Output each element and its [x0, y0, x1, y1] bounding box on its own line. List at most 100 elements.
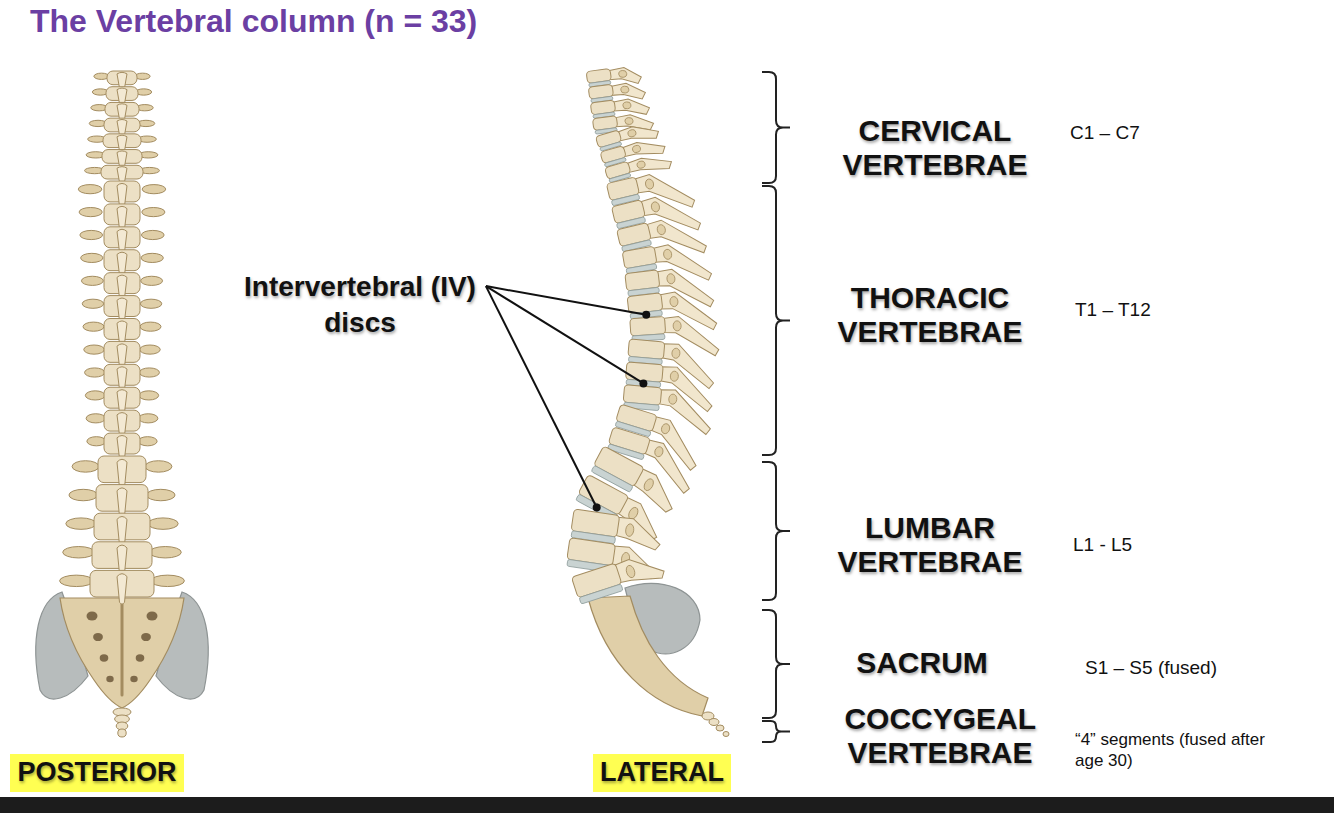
- transverse-process: [79, 208, 102, 217]
- transverse-process: [87, 437, 106, 446]
- region-heading-text: LUMBAR VERTEBRAE: [837, 511, 1022, 578]
- sacral-foramen: [130, 676, 137, 683]
- sacrum: [588, 596, 708, 716]
- sacrum: [60, 598, 184, 708]
- coccyx-segment: [709, 719, 719, 726]
- articular-facet: [625, 564, 636, 578]
- vertebral-body: [630, 316, 666, 336]
- bracket: [762, 610, 790, 718]
- transverse-process: [148, 518, 178, 529]
- coccyx-segment: [723, 732, 729, 737]
- view-tag-text: POSTERIOR: [17, 757, 176, 788]
- range-label: C1 – C7: [1070, 122, 1140, 145]
- articular-facet: [618, 70, 627, 78]
- transverse-process: [84, 345, 105, 354]
- transverse-process: [80, 230, 103, 239]
- region-heading: COCCYGEAL VERTEBRAE: [844, 702, 1035, 769]
- transverse-process: [81, 276, 103, 285]
- transverse-process: [151, 575, 185, 586]
- sacral-foramen: [141, 633, 151, 641]
- view-tag: POSTERIOR: [10, 754, 183, 791]
- spinous-process: [117, 574, 127, 604]
- articular-facet: [625, 117, 634, 125]
- note-label-text: “4” segments (fused after age 30): [1075, 729, 1265, 772]
- title-text: The Vertebral column (n = 33): [30, 3, 477, 40]
- lateral-spine: [566, 65, 729, 737]
- transverse-process: [72, 461, 99, 472]
- transverse-process: [142, 208, 165, 217]
- transverse-process: [139, 368, 159, 377]
- transverse-process: [85, 391, 105, 400]
- transverse-process: [141, 276, 163, 285]
- intervertebral-disc: [579, 584, 623, 604]
- transverse-process: [66, 518, 96, 529]
- coccyx-segment: [118, 729, 126, 737]
- bracket: [762, 72, 790, 183]
- articular-facet: [660, 423, 671, 435]
- articular-facet: [625, 523, 635, 537]
- range-label: S1 – S5 (fused): [1085, 657, 1217, 680]
- region-heading-text: SACRUM: [856, 646, 988, 680]
- region-heading-text: CERVICAL VERTEBRAE: [842, 114, 1027, 181]
- sacral-foramen: [87, 612, 98, 621]
- articular-facet: [663, 249, 673, 260]
- region-brackets: [762, 72, 790, 742]
- leader-line: [486, 286, 597, 507]
- transverse-process: [139, 391, 159, 400]
- transverse-process: [63, 547, 95, 558]
- transverse-process: [138, 437, 157, 446]
- leader-dot: [642, 311, 650, 319]
- articular-facet: [671, 348, 680, 359]
- transverse-process: [140, 322, 161, 331]
- leader-lines: [486, 286, 650, 511]
- vertebral-body: [628, 339, 665, 359]
- note-label: “4” segments (fused after age 30): [1075, 729, 1265, 772]
- articular-facet: [627, 129, 637, 138]
- vertebral-body: [626, 362, 664, 382]
- region-heading: SACRUM: [856, 646, 988, 680]
- footer-bar: [0, 797, 1334, 813]
- leader-dot: [593, 503, 601, 511]
- sacral-foramen: [93, 633, 103, 641]
- transverse-process: [81, 253, 103, 262]
- region-heading: THORACIC VERTEBRAE: [837, 281, 1022, 348]
- articular-facet: [670, 371, 679, 382]
- view-tag-text: LATERAL: [600, 757, 724, 788]
- bracket: [762, 462, 790, 600]
- articular-facet: [669, 296, 678, 307]
- articular-facet: [656, 224, 666, 236]
- bracket: [762, 721, 790, 742]
- spinous-process: [656, 389, 713, 435]
- articular-facet: [650, 201, 660, 213]
- region-heading: LUMBAR VERTEBRAE: [837, 511, 1022, 578]
- callout-label: Intervertebral (IV) discs: [230, 269, 490, 342]
- transverse-process: [82, 299, 103, 308]
- spinous-process: [614, 516, 664, 550]
- transverse-process: [78, 185, 102, 194]
- range-label-text: L1 - L5: [1073, 534, 1132, 557]
- transverse-process: [140, 345, 161, 354]
- posterior-spine: [36, 71, 208, 737]
- transverse-process: [141, 253, 163, 262]
- region-heading-text: COCCYGEAL VERTEBRAE: [844, 702, 1035, 769]
- transverse-process: [142, 185, 166, 194]
- sacral-foramen: [147, 612, 158, 621]
- transverse-process: [149, 547, 181, 558]
- transverse-process: [69, 489, 98, 500]
- articular-facet: [654, 446, 665, 458]
- title: The Vertebral column (n = 33): [30, 3, 477, 40]
- region-heading: CERVICAL VERTEBRAE: [842, 114, 1027, 181]
- sacral-foramen: [106, 676, 113, 683]
- range-label: T1 – T12: [1075, 299, 1151, 322]
- articular-facet: [668, 394, 677, 405]
- transverse-process: [85, 368, 105, 377]
- articular-facet: [666, 273, 675, 284]
- articular-facet: [632, 145, 642, 154]
- callout-label-text: Intervertebral (IV) discs: [230, 269, 490, 342]
- transverse-process: [139, 414, 158, 423]
- transverse-process: [83, 322, 104, 331]
- transverse-process: [141, 230, 164, 239]
- range-label: L1 - L5: [1073, 534, 1132, 557]
- sacral-foramen: [100, 654, 109, 661]
- range-label-text: T1 – T12: [1075, 299, 1151, 322]
